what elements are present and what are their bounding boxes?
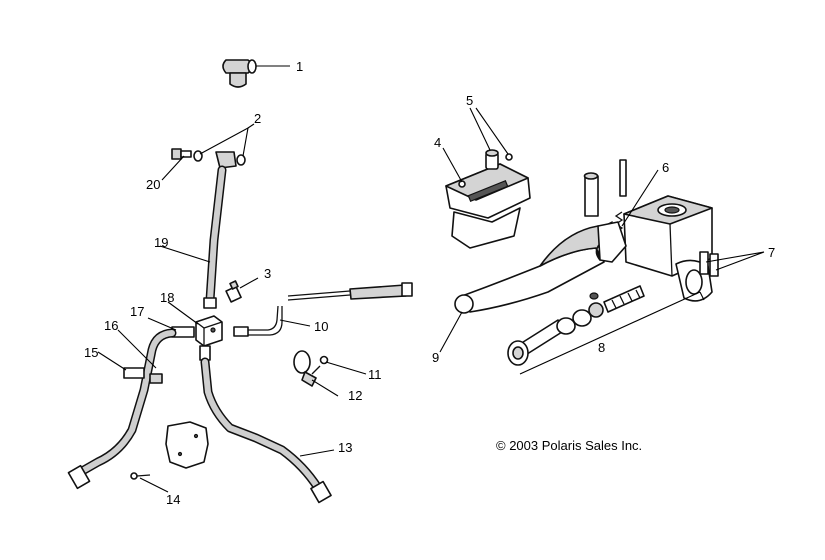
part-13-right-brake-hose <box>199 345 332 504</box>
callout-18: 18 <box>160 290 174 305</box>
callout-11: 11 <box>368 367 382 382</box>
part-7-handlebar-clamp <box>675 251 719 302</box>
callout-6: 6 <box>662 160 669 175</box>
callout-17: 17 <box>130 304 144 319</box>
callout-12: 12 <box>348 388 362 403</box>
part-18-junction-block <box>195 315 223 347</box>
callout-5: 5 <box>466 93 473 108</box>
part-14-mounting-plate <box>165 421 209 469</box>
callout-1: 1 <box>296 59 303 74</box>
callout-2: 2 <box>254 111 261 126</box>
copyright-notice: © 2003 Polaris Sales Inc. <box>496 438 642 453</box>
leader-lines <box>97 65 765 493</box>
callout-19: 19 <box>154 235 168 250</box>
part-3-bleeder-fitting <box>225 280 242 303</box>
callout-15: 15 <box>84 345 98 360</box>
callout-14: 14 <box>166 492 180 507</box>
lever-pivot-pin <box>583 159 627 217</box>
callout-13: 13 <box>338 440 352 455</box>
callout-8: 8 <box>598 340 605 355</box>
callout-16: 16 <box>104 318 118 333</box>
part-9-brake-lever <box>454 221 627 314</box>
callout-7: 7 <box>768 245 775 260</box>
callout-labels: 1 2 3 4 5 6 7 8 9 10 11 12 13 14 15 16 1… <box>84 59 775 507</box>
callout-3: 3 <box>264 266 271 281</box>
callout-9: 9 <box>432 350 439 365</box>
part-8-piston-kit <box>507 285 645 366</box>
callout-20: 20 <box>146 177 160 192</box>
part-12-hose-clamp <box>293 350 317 387</box>
part-20-banjo-bolt <box>171 148 192 160</box>
part-1-tee-fitting <box>222 59 257 88</box>
callout-4: 4 <box>434 135 441 150</box>
part-8-bracket <box>519 291 705 375</box>
part-11-clamp-screw <box>311 355 329 375</box>
part-14-screw <box>130 472 151 480</box>
part-19-brake-line <box>203 151 237 309</box>
callout-10: 10 <box>314 319 328 334</box>
part-10-rear-brake-line <box>233 282 413 337</box>
part-16-left-brake-hose <box>67 326 195 490</box>
master-cylinder-body <box>623 195 713 277</box>
part-4-reservoir-cover <box>445 163 531 249</box>
